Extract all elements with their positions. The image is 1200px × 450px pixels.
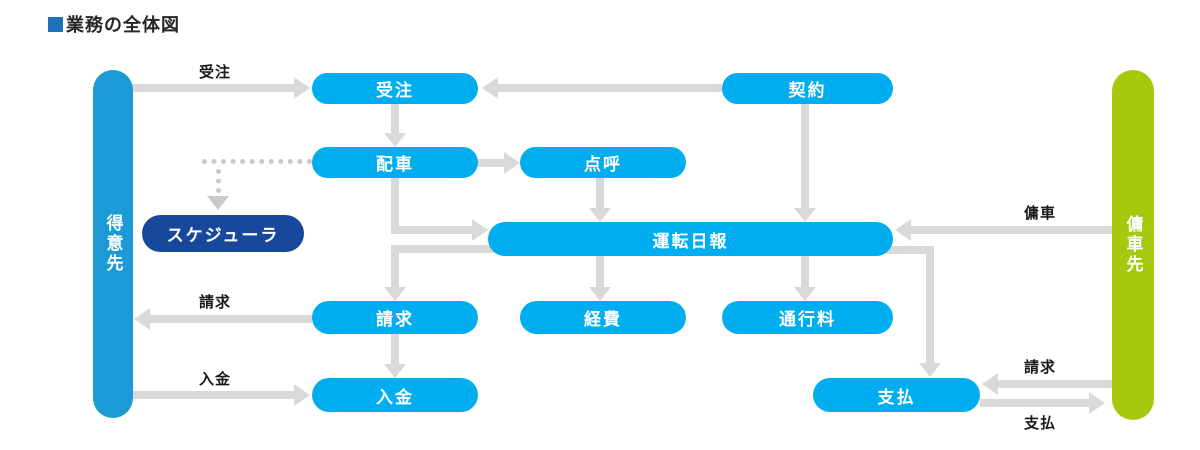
dotted-dispatch-to-scheduler-vline xyxy=(216,169,221,193)
arrow-sub-to-payment-line xyxy=(998,380,1112,388)
arrow-sub-to-report-line xyxy=(911,226,1112,234)
arrow-report-to-billing-head xyxy=(384,287,406,301)
flow-label-order: 受注 xyxy=(198,63,231,81)
node-scheduler: スケジューラ xyxy=(142,215,304,252)
node-order: 受注 xyxy=(312,73,478,104)
arrow-billing-to-deposit-head xyxy=(384,364,406,378)
arrow-report-to-payment-vline xyxy=(926,246,934,364)
arrow-order-to-dispatch-line xyxy=(391,104,399,134)
arrow-rollcall-to-report-head xyxy=(589,208,611,222)
node-contract: 契約 xyxy=(722,73,893,104)
arrow-payment-to-sub-line xyxy=(980,399,1089,407)
node-dispatch: 配車 xyxy=(312,147,478,178)
arrow-report-to-expenses-head xyxy=(589,287,611,301)
arrow-dispatch-to-report-head xyxy=(472,219,488,241)
arrow-order-to-dispatch-head xyxy=(384,133,406,147)
arrow-contract-to-order-line xyxy=(498,84,722,92)
node-expenses: 経費 xyxy=(520,301,686,334)
page-title-text: 業務の全体図 xyxy=(66,15,180,36)
title-square-icon xyxy=(48,16,63,32)
arrow-report-to-payment-hline xyxy=(855,246,934,254)
arrow-sub-to-report-head xyxy=(895,219,911,241)
page-title: 業務の全体図 xyxy=(48,11,180,37)
arrow-dispatch-to-rollcall-head xyxy=(504,152,520,174)
arrow-sub-to-payment-head xyxy=(982,373,998,395)
flow-label-deposit: 入金 xyxy=(198,370,231,388)
arrow-contract-to-report-head xyxy=(794,208,816,222)
node-payment: 支払 xyxy=(813,378,980,412)
arrow-rollcall-to-report-line xyxy=(596,178,604,209)
arrow-report-to-toll-head xyxy=(794,287,816,301)
arrow-billing-to-customer-head xyxy=(134,308,150,330)
flow-label-hired-vehicle: 傭車 xyxy=(1023,204,1056,222)
node-toll: 通行料 xyxy=(722,301,893,334)
arrow-customer-to-order-head xyxy=(294,77,310,99)
arrow-customer-to-deposit-line xyxy=(130,391,294,399)
node-billing: 請求 xyxy=(312,301,478,334)
subcontractor-bar: 傭車先 xyxy=(1112,70,1154,420)
node-rollcall: 点呼 xyxy=(520,147,686,178)
arrow-report-to-expenses-line xyxy=(596,256,604,288)
arrow-report-to-billing-vline xyxy=(391,245,399,288)
arrow-customer-to-order-line xyxy=(130,84,294,92)
arrow-billing-to-deposit-line xyxy=(391,334,399,365)
arrow-dispatch-to-report-hline xyxy=(391,226,472,234)
customer-bar: 得意先 xyxy=(93,70,133,418)
dotted-dispatch-to-scheduler-head xyxy=(207,196,229,210)
flow-label-sub-billing: 請求 xyxy=(1023,358,1056,376)
flow-label-sub-payment: 支払 xyxy=(1023,414,1056,432)
flow-label-billing: 請求 xyxy=(198,293,231,311)
node-deposit: 入金 xyxy=(312,378,478,412)
arrow-payment-to-sub-head xyxy=(1089,392,1105,414)
arrow-billing-to-customer-line xyxy=(150,315,312,323)
arrow-dispatch-to-report-vline xyxy=(391,178,399,234)
arrow-dispatch-to-rollcall-line xyxy=(478,159,504,167)
arrow-contract-to-order-head xyxy=(482,77,498,99)
dotted-dispatch-to-scheduler-hline xyxy=(202,159,312,164)
node-driving-report: 運転日報 xyxy=(488,222,893,256)
arrow-contract-to-report-line xyxy=(801,104,809,209)
arrow-report-to-billing-hline xyxy=(391,245,501,253)
arrow-report-to-toll-line xyxy=(801,256,809,288)
arrow-customer-to-deposit-head xyxy=(294,384,310,406)
arrow-report-to-payment-head xyxy=(919,363,941,377)
